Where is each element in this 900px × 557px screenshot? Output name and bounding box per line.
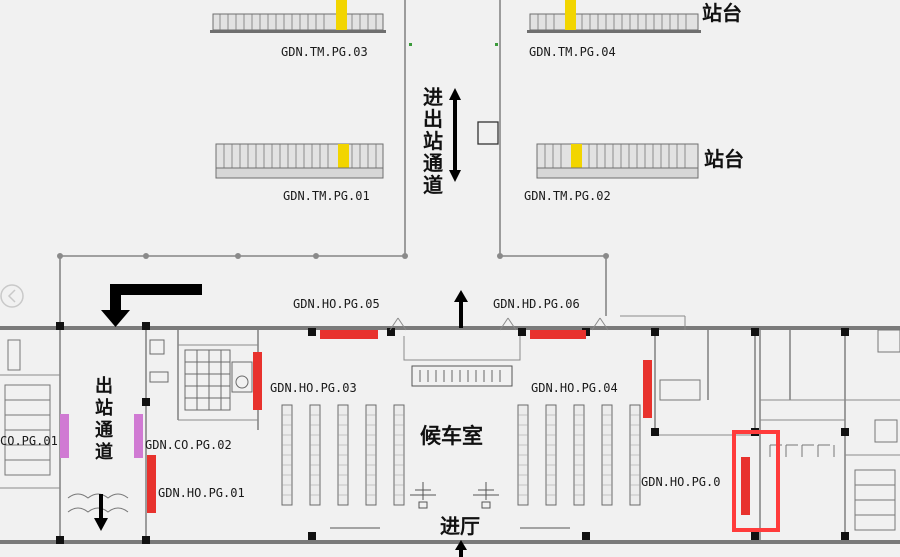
restroom-block: [149, 339, 253, 411]
label-platform-top: 站台: [702, 1, 742, 25]
svg-text:出: 出: [95, 375, 113, 397]
exit-bend-arrow-icon: [101, 284, 202, 327]
passage-walls: [57, 0, 609, 330]
gate-gdn-co-pg-02: [134, 414, 143, 458]
label-gdn-tm-pg-04: GDN.TM.PG.04: [529, 45, 616, 59]
stair-tm-pg-04-yellow-mark: [565, 0, 576, 30]
label-gdn-ho-pg-05: GDN.HO.PG.05: [293, 297, 380, 311]
svg-text:出: 出: [423, 107, 443, 131]
exit-passage-label: 出 站 通 道: [95, 375, 113, 463]
svg-text:进: 进: [423, 85, 443, 109]
gate-co-pg-01: [60, 414, 69, 458]
entrance-up-arrow-icon: [455, 540, 467, 557]
gate-gdn-hd-pg-06: [530, 330, 586, 339]
door-swings: [389, 317, 609, 361]
stair-tm-pg-02: [536, 143, 699, 179]
label-waiting-room: 候车室: [420, 424, 483, 448]
label-gdn-hd-pg-06: GDN.HD.PG.06: [493, 297, 580, 311]
highlight-box: [732, 430, 780, 532]
label-co-pg-01: CO.PG.01: [0, 434, 58, 448]
label-gdn-tm-pg-02: GDN.TM.PG.02: [524, 189, 611, 203]
left-rooms: [4, 339, 129, 513]
stair-tm-pg-01-yellow-mark: [338, 144, 349, 168]
stair-tm-pg-04: [527, 0, 701, 33]
down-arrow-icon: [94, 494, 108, 531]
stair-tm-pg-03-yellow-mark: [336, 0, 347, 30]
svg-text:通: 通: [423, 151, 443, 175]
gate-gdn-ho-pg-01: [147, 455, 156, 513]
label-gdn-ho-pg-01: GDN.HO.PG.01: [158, 486, 245, 500]
stair-tm-pg-01: [215, 143, 384, 179]
passage-vertical-arrow-icon: [449, 88, 461, 182]
label-gdn-ho-pg-04: GDN.HO.PG.04: [531, 381, 618, 395]
svg-text:站: 站: [423, 129, 443, 153]
gate-gdn-ho-pg-03: [253, 352, 262, 410]
right-rooms: [659, 329, 900, 531]
chevron-left-icon: [7, 289, 16, 303]
svg-text:道: 道: [95, 441, 113, 463]
entry-exit-passage-label: 进 出 站 通 道: [423, 85, 443, 197]
bench-hatching: [282, 414, 640, 496]
label-platform-mid: 站台: [704, 147, 744, 171]
entrance-fixtures: [330, 482, 570, 529]
label-gdn-tm-pg-01: GDN.TM.PG.01: [283, 189, 370, 203]
stair-tm-pg-02-yellow-mark: [571, 144, 582, 168]
label-gdn-ho-pg-0x: GDN.HO.PG.0: [641, 475, 720, 489]
label-gdn-ho-pg-03: GDN.HO.PG.03: [270, 381, 357, 395]
pan-left-control[interactable]: [0, 284, 24, 308]
up-arrow-icon: [454, 290, 468, 328]
gate-gdn-ho-pg-05: [320, 330, 378, 339]
svg-text:道: 道: [423, 173, 443, 197]
stair-tm-pg-03: [210, 0, 386, 33]
gate-gdn-ho-pg-0x: [741, 457, 750, 515]
label-gdn-co-pg-02: GDN.CO.PG.02: [145, 438, 232, 452]
label-gdn-tm-pg-03: GDN.TM.PG.03: [281, 45, 368, 59]
label-entrance-hall: 进厅: [440, 514, 480, 538]
gate-gdn-ho-pg-04: [643, 360, 652, 418]
svg-text:通: 通: [95, 420, 113, 441]
svg-text:站: 站: [95, 397, 113, 419]
entry-bench: [411, 365, 513, 387]
